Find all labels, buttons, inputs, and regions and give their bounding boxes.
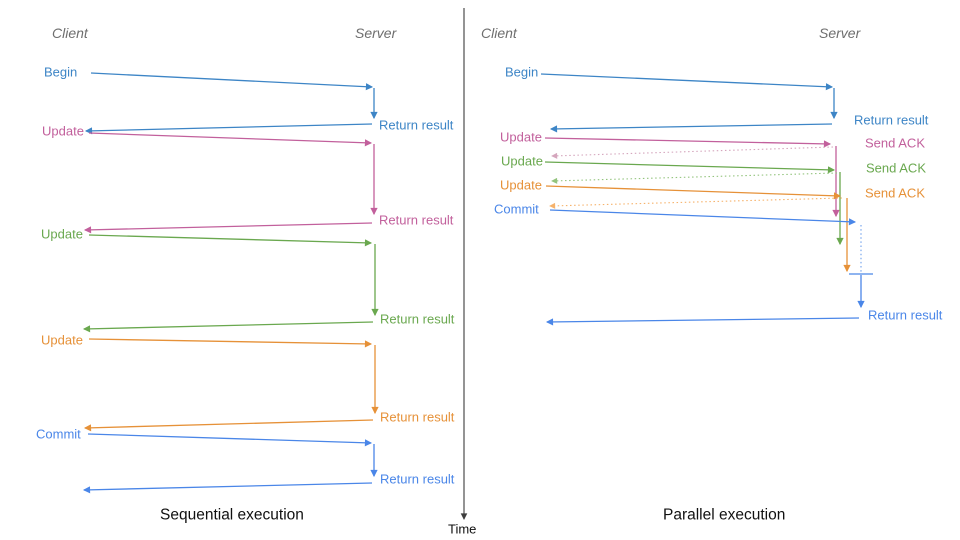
seq-commit-label: Commit <box>36 427 81 442</box>
seq-update1-response-arrow <box>83 222 373 234</box>
par-commit-request-arrow <box>549 209 857 226</box>
par-update2-ack-arrow <box>551 172 838 184</box>
seq-update1-label: Update <box>42 124 84 139</box>
seq-begin-label: Begin <box>44 65 77 80</box>
seq-update2-response-label: Return result <box>380 312 455 327</box>
seq-update3-label: Update <box>41 333 83 348</box>
par-update2-ack-label: Send ACK <box>866 161 926 176</box>
seq-update2-request-arrow <box>88 234 373 247</box>
par-update1-label: Update <box>500 130 542 145</box>
par-update3-request-arrow <box>545 185 842 200</box>
par-update1-ack-arrow <box>551 146 834 159</box>
seq-update3-response-arrow <box>83 419 374 432</box>
par-client-header: Client <box>481 25 518 41</box>
seq-update1-request-arrow <box>88 132 373 147</box>
seq-begin-response-arrow <box>84 123 373 135</box>
par-server-header: Server <box>819 25 862 41</box>
par-update3-label: Update <box>500 178 542 193</box>
seq-begin-request-arrow <box>90 72 374 91</box>
par-update1-request-arrow <box>544 137 832 148</box>
par-update1-ack-label: Send ACK <box>865 136 925 151</box>
par-commit-label: Commit <box>494 202 539 217</box>
par-begin-response-label: Return result <box>854 113 929 128</box>
par-begin-response-arrow <box>549 123 833 133</box>
par-begin-label: Begin <box>505 65 538 80</box>
seq-update2-response-arrow <box>82 321 374 333</box>
seq-caption: Sequential execution <box>160 507 304 524</box>
par-caption: Parallel execution <box>663 507 785 524</box>
seq-commit-response-arrow <box>82 482 373 494</box>
par-begin-request-arrow <box>540 73 834 91</box>
seq-commit-response-label: Return result <box>380 472 455 487</box>
par-update2-label: Update <box>501 154 543 169</box>
seq-update2-label: Update <box>41 227 83 242</box>
seq-begin-response-label: Return result <box>379 118 454 133</box>
par-commit-response-arrow <box>545 317 860 326</box>
seq-client-header: Client <box>52 25 89 41</box>
time-axis-label: Time <box>448 522 476 537</box>
par-update3-ack-arrow <box>549 197 843 209</box>
seq-update3-request-arrow <box>88 338 373 348</box>
par-commit-response-label: Return result <box>868 308 943 323</box>
par-update2-request-arrow <box>544 161 836 174</box>
seq-update3-response-label: Return result <box>380 410 455 425</box>
seq-server-header: Server <box>355 25 398 41</box>
par-update3-ack-label: Send ACK <box>865 186 925 201</box>
seq-update1-response-label: Return result <box>379 213 454 228</box>
seq-commit-request-arrow <box>87 433 373 447</box>
